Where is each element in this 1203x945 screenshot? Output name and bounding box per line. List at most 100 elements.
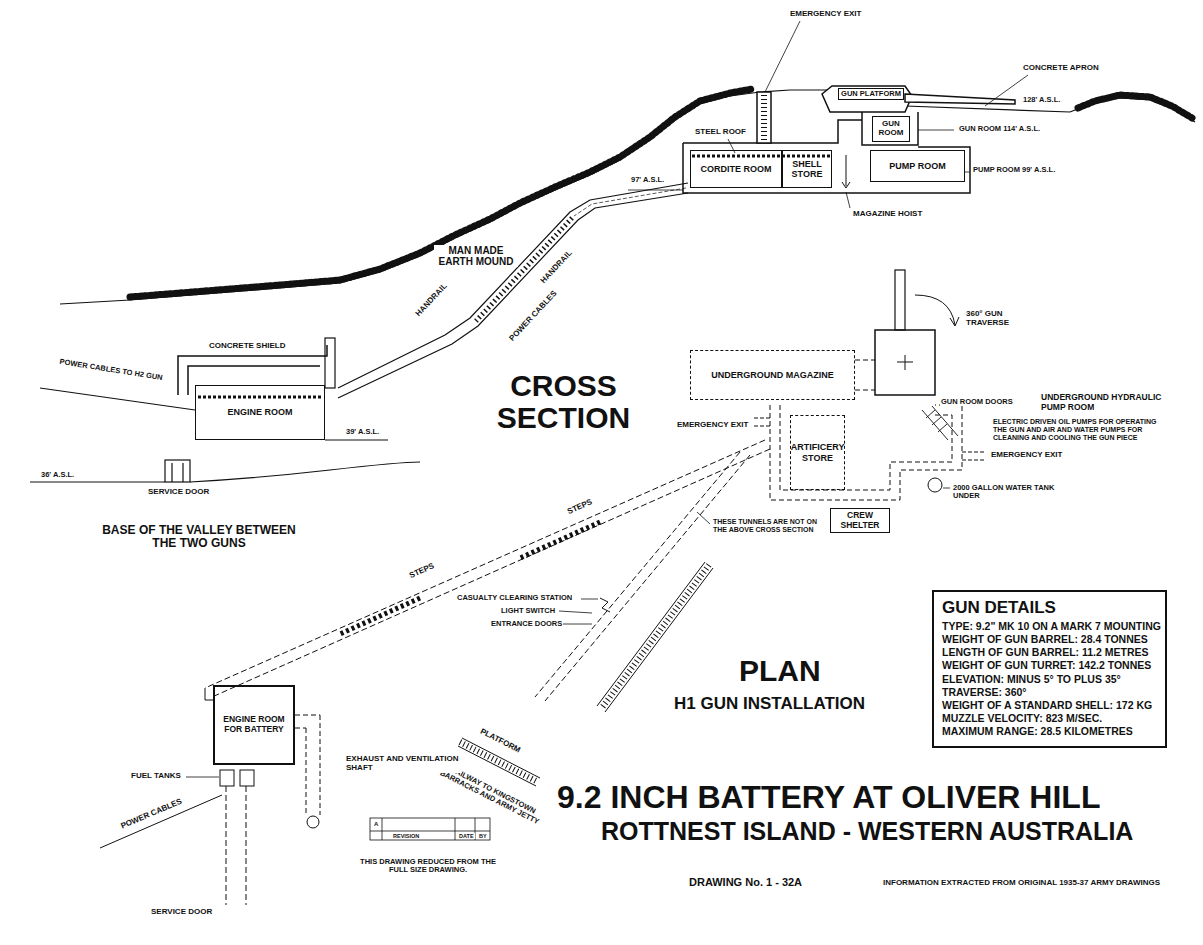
callout: POWER CABLES xyxy=(507,289,559,344)
plan-layout-part xyxy=(897,355,913,370)
plan-layout-part xyxy=(855,360,875,390)
callout: STEPS xyxy=(407,562,436,582)
plan-room-box: ENGINE ROOM FOR BATTERY xyxy=(213,685,295,765)
callout: ENTRANCE DOORS xyxy=(490,620,563,628)
plan-room-box: ARTIFICERY STORE xyxy=(790,415,845,490)
room-name: UNDERGROUND MAGAZINE xyxy=(711,370,834,380)
gun-and-emplacement-part xyxy=(862,112,918,145)
plan-layout-part xyxy=(240,770,254,786)
cross-section-tunnel-part xyxy=(198,396,322,399)
callout: EMERGENCY EXIT xyxy=(990,451,1063,460)
leader-lines-part xyxy=(186,777,219,778)
table-row: WEIGHT OF GUN BARREL: 28.4 TONNES xyxy=(942,633,1148,646)
note: THESE TUNNELS ARE NOT ON THE ABOVE CROSS… xyxy=(712,518,826,534)
gun-and-emplacement-part xyxy=(842,155,850,188)
drawing-title: 9.2 INCH BATTERY AT OLIVER HILL xyxy=(556,780,1101,816)
plan-layout-part xyxy=(100,795,222,848)
callout: POWER CABLES TO H2 GUN xyxy=(58,358,164,383)
revision-block-part xyxy=(370,818,490,840)
table-row: ELEVATION: MINUS 5° TO PLUS 35° xyxy=(942,673,1121,686)
cross-section-tunnel-part xyxy=(325,439,388,440)
elevation-label: GUN ROOM 114' A.S.L. xyxy=(958,125,1041,133)
leader-lines-part xyxy=(628,190,683,191)
leader-lines-part xyxy=(918,130,954,131)
terrain-part xyxy=(60,90,828,304)
leader-lines-part xyxy=(765,21,800,92)
revision-block xyxy=(370,818,490,840)
room-name: CREW SHELTER xyxy=(833,511,887,530)
callout: EXHAUST AND VENTILATION SHAFT xyxy=(345,755,462,773)
cross-section-tunnel-part xyxy=(325,338,335,388)
callout: 2000 GALLON WATER TANK UNDER xyxy=(952,484,1059,501)
plan-layout-part xyxy=(535,452,750,701)
terrain-part xyxy=(905,106,1070,112)
callout: MAN MADE EARTH MOUND xyxy=(434,245,518,267)
table-heading: GUN DETAILS xyxy=(942,598,1056,617)
table-row: TRAVERSE: 360° xyxy=(942,686,1027,699)
room-name: PUMP ROOM xyxy=(889,161,945,171)
plan-layout-part xyxy=(340,522,600,634)
table-row: WEIGHT OF A STANDARD SHELL: 172 KG xyxy=(942,699,1152,712)
cross-section-tunnel-part xyxy=(172,463,183,482)
room-name: GUN PLATFORM xyxy=(841,90,901,98)
callout: HANDRAIL xyxy=(414,281,450,319)
plan-layout-part xyxy=(226,786,246,905)
table-row: TYPE: 9.2" MK 10 ON A MARK 7 MOUNTING xyxy=(942,620,1161,633)
table-row: LENGTH OF GUN BARREL: 11.2 METRES xyxy=(942,646,1149,659)
cross-section-tunnel-part xyxy=(338,183,688,388)
table-row: MUZZLE VELOCITY: 823 M/SEC. xyxy=(942,712,1102,725)
gun-and-emplacement-part xyxy=(683,120,970,193)
gun-and-emplacement-part xyxy=(905,94,1015,104)
plan-layout-part xyxy=(205,440,770,697)
cross-section-tunnel-part xyxy=(165,460,190,482)
room-name: ARTIFICERY STORE xyxy=(791,442,845,462)
plan-layout-part xyxy=(601,565,709,709)
callout: GUN ROOM DOORS xyxy=(940,398,1014,406)
plan-layout-part xyxy=(915,295,959,326)
callout: UNDERGROUND HYDRAULIC PUMP ROOM xyxy=(1040,393,1177,412)
leader-lines-part xyxy=(943,488,950,489)
plan-layout-part xyxy=(752,418,770,426)
callout: HANDRAIL xyxy=(539,248,575,286)
room-name: SHELL STORE xyxy=(785,159,829,179)
terrain-part xyxy=(30,462,420,482)
drawing-number: DRAWING No. 1 - 32A xyxy=(688,876,803,888)
cross-section-tunnel-part xyxy=(338,193,688,398)
note: INFORMATION EXTRACTED FROM ORIGINAL 1935… xyxy=(882,879,1161,888)
plan-layout-part xyxy=(600,598,610,612)
elevation-label: 97' A.S.L. xyxy=(630,176,665,184)
table-row: WEIGHT OF GUN TURRET: 142.2 TONNES xyxy=(942,659,1151,672)
table-cell: BY xyxy=(478,833,488,839)
elevation-label: 36' A.S.L. xyxy=(40,471,75,479)
plan-layout-part xyxy=(922,406,958,440)
view-heading: PLAN xyxy=(738,655,822,687)
plan-layout-part xyxy=(770,405,962,500)
gun-and-emplacement-part xyxy=(692,155,830,158)
plan-room-box: CREW SHELTER xyxy=(830,508,890,533)
cross-section-tunnel-part xyxy=(40,388,195,410)
room-box: ENGINE ROOM xyxy=(195,385,325,440)
view-subheading: H1 GUN INSTALLATION xyxy=(673,694,866,713)
plan-layout-part xyxy=(295,715,320,815)
table-cell: DATE xyxy=(458,833,475,839)
room-box: CORDITE ROOM xyxy=(690,150,782,188)
plan-layout-part xyxy=(928,478,942,492)
callout: FUEL TANKS xyxy=(130,772,182,781)
room-box: GUN ROOM xyxy=(872,116,910,142)
callout: CASUALTY CLEARING STATION xyxy=(456,594,573,602)
leader-lines-part xyxy=(697,512,710,524)
platform-box: GUN PLATFORM xyxy=(838,88,904,100)
plan-layout-part xyxy=(597,562,713,712)
plan-layout-part xyxy=(875,330,935,395)
terrain-part xyxy=(130,89,752,297)
plan-layout-part xyxy=(895,270,905,330)
gun-and-emplacement xyxy=(683,86,1015,193)
room-name: ENGINE ROOM FOR BATTERY xyxy=(217,715,291,734)
plan-layout-part xyxy=(220,770,234,786)
elevation-label: 128' A.S.L. xyxy=(1022,96,1061,104)
cross-section-tunnel-part xyxy=(178,345,327,395)
plan-layout-part xyxy=(205,688,213,700)
gun-and-emplacement-part xyxy=(757,92,771,143)
table-cell: A xyxy=(373,821,379,828)
note: ELECTRIC DRIVEN OIL PUMPS FOR OPERATING … xyxy=(992,418,1159,441)
